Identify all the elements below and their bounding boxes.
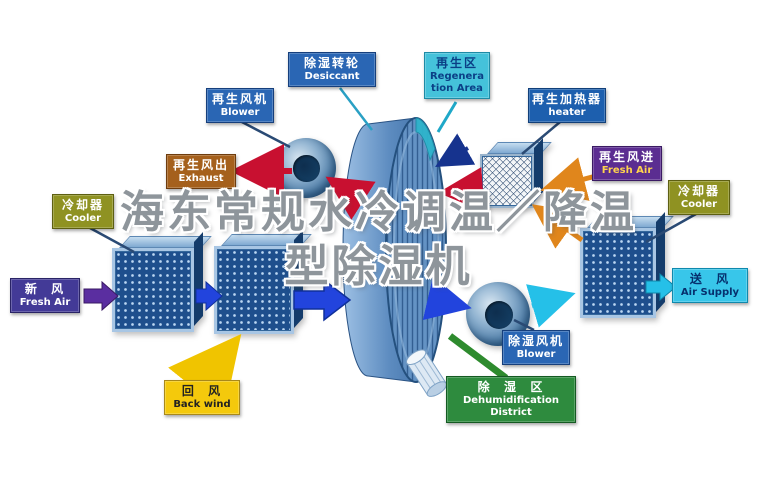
label-desiccant-zh: 除湿转轮 [303,56,360,70]
unit-front-face [112,248,194,332]
label-exhaust-en: Exhaust [178,173,224,184]
label-cooler-right-zh: 冷却器 [677,184,720,198]
label-regen-fresh-air: 再生风进 Fresh Air [592,146,662,181]
desiccant-wheel-graphic [342,117,447,397]
label-regen-fresh-air-en: Fresh Air [601,165,653,176]
label-air-supply-zh: 送 风 [689,272,731,286]
label-regen-blower-en: Blower [220,107,260,118]
label-dehumid-blower-zh: 除湿风机 [507,334,564,348]
label-back-wind-zh: 回 风 [181,384,223,398]
label-exhaust-zh: 再生风出 [172,158,229,172]
regen-blower-label-line [239,119,291,149]
unit-side-face [656,212,665,312]
label-regen-fresh-air-zh: 再生风进 [598,150,655,164]
label-regeneration-area: 再生区 Regeneration Area [424,52,490,99]
regen-heater-unit [480,138,552,208]
label-regen-blower: 再生风机 Blower [206,88,274,123]
label-back-wind: 回 风 Back wind [164,380,240,415]
label-cooler-right: 冷却器 Cooler [668,180,730,215]
label-regeneration-area-zh: 再生区 [435,56,478,70]
label-desiccant: 除湿转轮 Desiccant [288,52,376,87]
unit-front-face [214,246,294,334]
regen-blower-fan [276,138,336,198]
cooler-to-heater-arrow [531,204,584,249]
unit-side-face [194,232,203,326]
label-regeneration-area-en: Regeneration Area [429,71,484,94]
regeneration-sector [415,117,436,162]
rotor-cassette [405,349,447,397]
label-air-supply: 送 风 Air Supply [672,268,748,303]
label-desiccant-en: Desiccant [304,71,360,82]
label-fresh-air: 新 风 Fresh Air [10,278,80,313]
label-regen-heater-zh: 再生加热器 [532,92,603,106]
label-regen-heater: 再生加热器 heater [528,88,606,123]
unit-side-face [294,230,303,328]
label-dehumid-district-en2: District [490,407,532,418]
unit-side-face [534,138,543,202]
label-cooler-left: 冷却器 Cooler [52,194,114,229]
label-regen-blower-zh: 再生风机 [211,92,268,106]
mixing-unit [214,230,312,334]
label-exhaust: 再生风出 Exhaust [166,154,236,189]
unit-front-face [480,154,534,208]
label-fresh-air-en: Fresh Air [19,297,71,308]
label-dehumid-blower: 除湿风机 Blower [502,330,570,365]
regen-inlet-arrow [540,157,597,201]
label-dehumid-district: 除 湿 区 Dehumidification District [446,376,576,423]
label-air-supply-en: Air Supply [680,287,740,298]
label-cooler-right-en: Cooler [680,199,718,210]
label-cooler-left-zh: 冷却器 [61,198,104,212]
label-dehumid-blower-en: Blower [516,349,556,360]
label-regen-heater-en: heater [548,107,586,118]
supply-cooler-unit [580,212,674,318]
label-cooler-left-en: Cooler [64,213,102,224]
label-dehumid-district-en1: Dehumidification [462,395,560,406]
fresh-air-cooler-unit [112,232,212,332]
label-fresh-air-zh: 新 风 [24,282,66,296]
unit-front-face [580,228,656,318]
fan-to-cooler-arrow [526,284,576,328]
label-back-wind-en: Back wind [173,399,231,410]
label-dehumid-district-zh: 除 湿 区 [477,380,545,394]
back-wind-arrow [168,333,242,413]
